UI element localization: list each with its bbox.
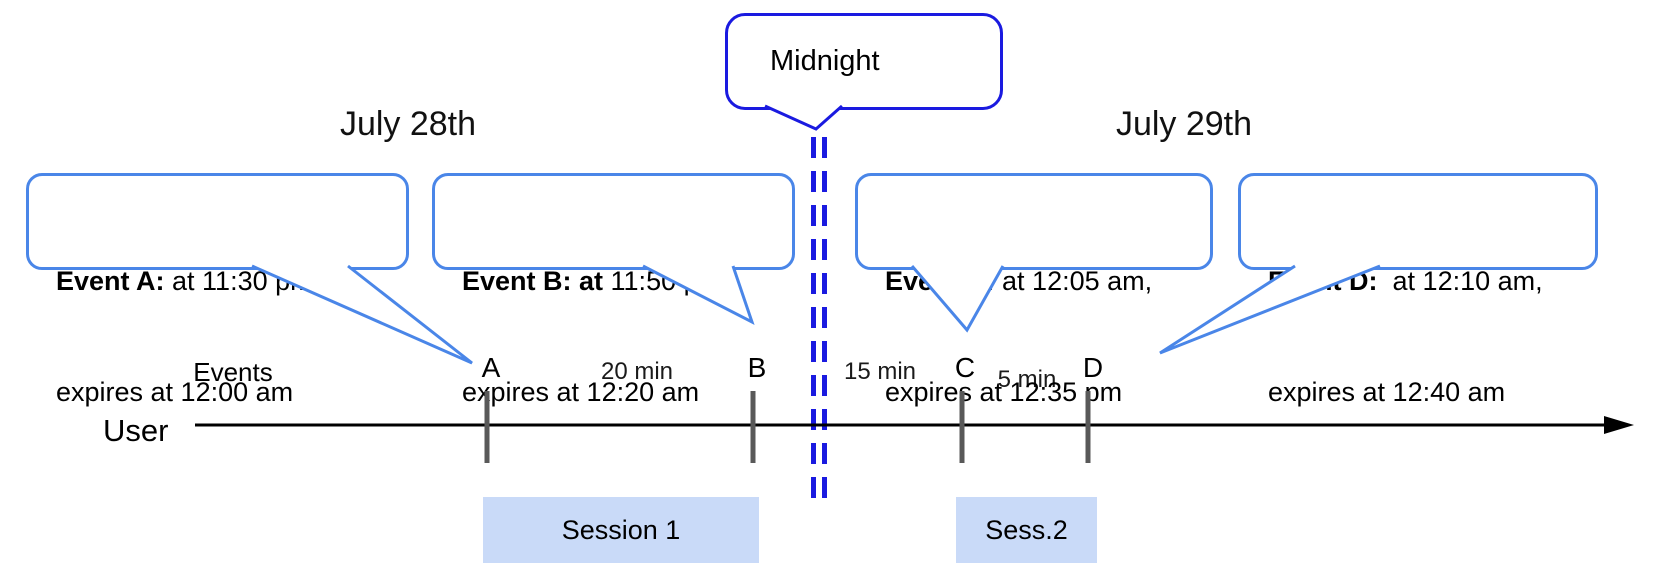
event-d-line1: Event D: at 12:10 am, [1268,266,1543,296]
event-a-line2: expires at 12:00 am [56,377,294,407]
arrowhead [1604,416,1634,434]
event-b-line2: expires at 12:20 am [462,377,700,407]
session-2-box: Sess.2 [956,497,1097,563]
tick-label-a: A [481,352,501,383]
tick-label-d: D [1082,352,1104,383]
tick-label-b: B [747,352,767,383]
event-c-line1: Event C: at 12:05 am, [885,266,1153,296]
interval-label-5min: 5 min [997,366,1057,393]
tick-label-c: C [954,352,976,383]
session-1-label: Session 1 [561,514,681,545]
interval-label-15min: 15 min [843,358,917,385]
event-a-callout: Event A: at 11:30 pm, expires at 12:00 a… [26,173,409,407]
date-heading-july-29: July 29th [1115,105,1253,143]
session-2-label: Sess.2 [985,514,1068,545]
event-c-line2: expires at 12:35 pm [885,377,1123,407]
user-axis-label: User [103,413,169,448]
event-a-line1: Event A: at 11:30 pm, [56,266,321,296]
event-b-line1: Event B: at 11:50 pm, [462,266,729,296]
midnight-callout-label: Midnight [770,45,880,77]
midnight-dashed-line [811,137,827,509]
event-d-callout: Event D: at 12:10 am, expires at 12:40 a… [1238,173,1598,407]
event-d-line2: expires at 12:40 am [1268,377,1506,407]
midnight-callout: Midnight [725,13,1003,110]
event-c-callout: Event C: at 12:05 am, expires at 12:35 p… [855,173,1213,407]
interval-label-20min: 20 min [600,358,674,385]
date-heading-july-28: July 28th [339,105,477,143]
event-b-callout: Event B: at 11:50 pm, expires at 12:20 a… [432,173,795,407]
session-1-box: Session 1 [483,497,759,563]
